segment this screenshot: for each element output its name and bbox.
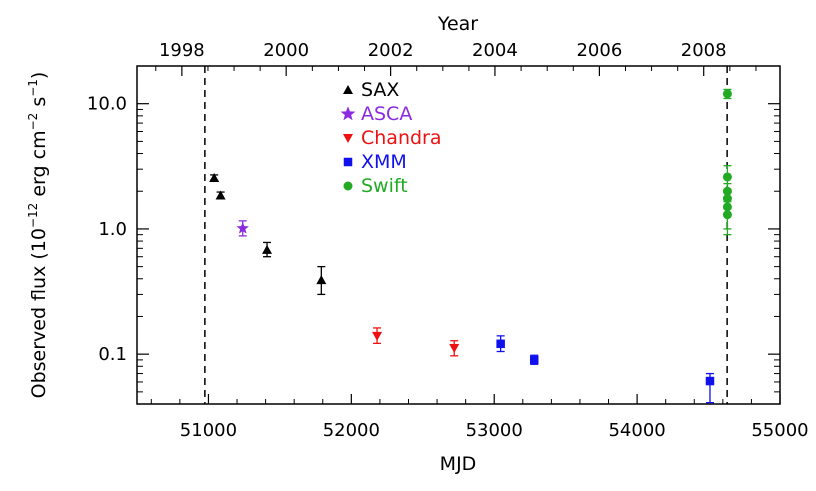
x2-tick-label: 2004 [472,40,518,61]
legend-label-asca: ASCA [361,103,412,125]
legend-label-swift: Swift [361,175,408,197]
data-points [209,88,732,404]
legend-marker-swift [343,181,353,191]
x-axis-title: MJD [440,453,477,475]
x2-tick-label: 2002 [368,40,414,61]
legend-marker-asca [340,106,356,121]
axis-ticks: 51000 52000 53000 54000 55000 1998 2000 2002 200… [87,40,809,441]
x-tick-label: 54000 [608,420,665,441]
y-tick-label: 10.0 [87,94,127,115]
data-point-xmm [496,339,505,349]
x2-tick-label: 2000 [263,40,309,61]
x2-tick-label: 1998 [159,40,205,61]
data-point-xmm [705,376,715,386]
x-tick-label: 51000 [180,420,237,441]
data-point-swift [722,172,732,182]
legend-label-xmm: XMM [361,151,407,173]
x2-tick-label: 2008 [681,40,727,61]
data-point-swift [722,210,732,220]
data-point-sax [209,173,220,183]
data-point-sax [215,190,226,200]
data-point-asca [236,221,249,234]
y-tick-label: 1.0 [98,219,127,240]
data-point-sax [262,244,273,254]
vertical-markers [204,66,728,404]
x2-axis-title: Year [437,13,478,35]
legend-marker-sax [343,85,353,94]
data-point-sax [316,275,327,285]
data-point-xmm [529,355,539,365]
x2-tick-label: 2006 [576,40,622,61]
legend-marker-xmm [343,157,353,167]
x-tick-label: 53000 [466,420,523,441]
data-point-chandra [449,344,460,354]
plot-frame [136,65,781,405]
x-tick-label: 55000 [751,420,808,441]
y-axis-title: Observed flux (10−12 erg cm−2 s−1) [26,72,50,399]
legend-marker-chandra [343,134,353,143]
legend-label-chandra: Chandra [361,127,442,149]
data-point-chandra [372,331,383,341]
data-point-swift [722,89,732,99]
legend-label-sax: SAX [361,79,399,101]
y-tick-label: 0.1 [98,344,127,365]
x-tick-label: 52000 [323,420,380,441]
